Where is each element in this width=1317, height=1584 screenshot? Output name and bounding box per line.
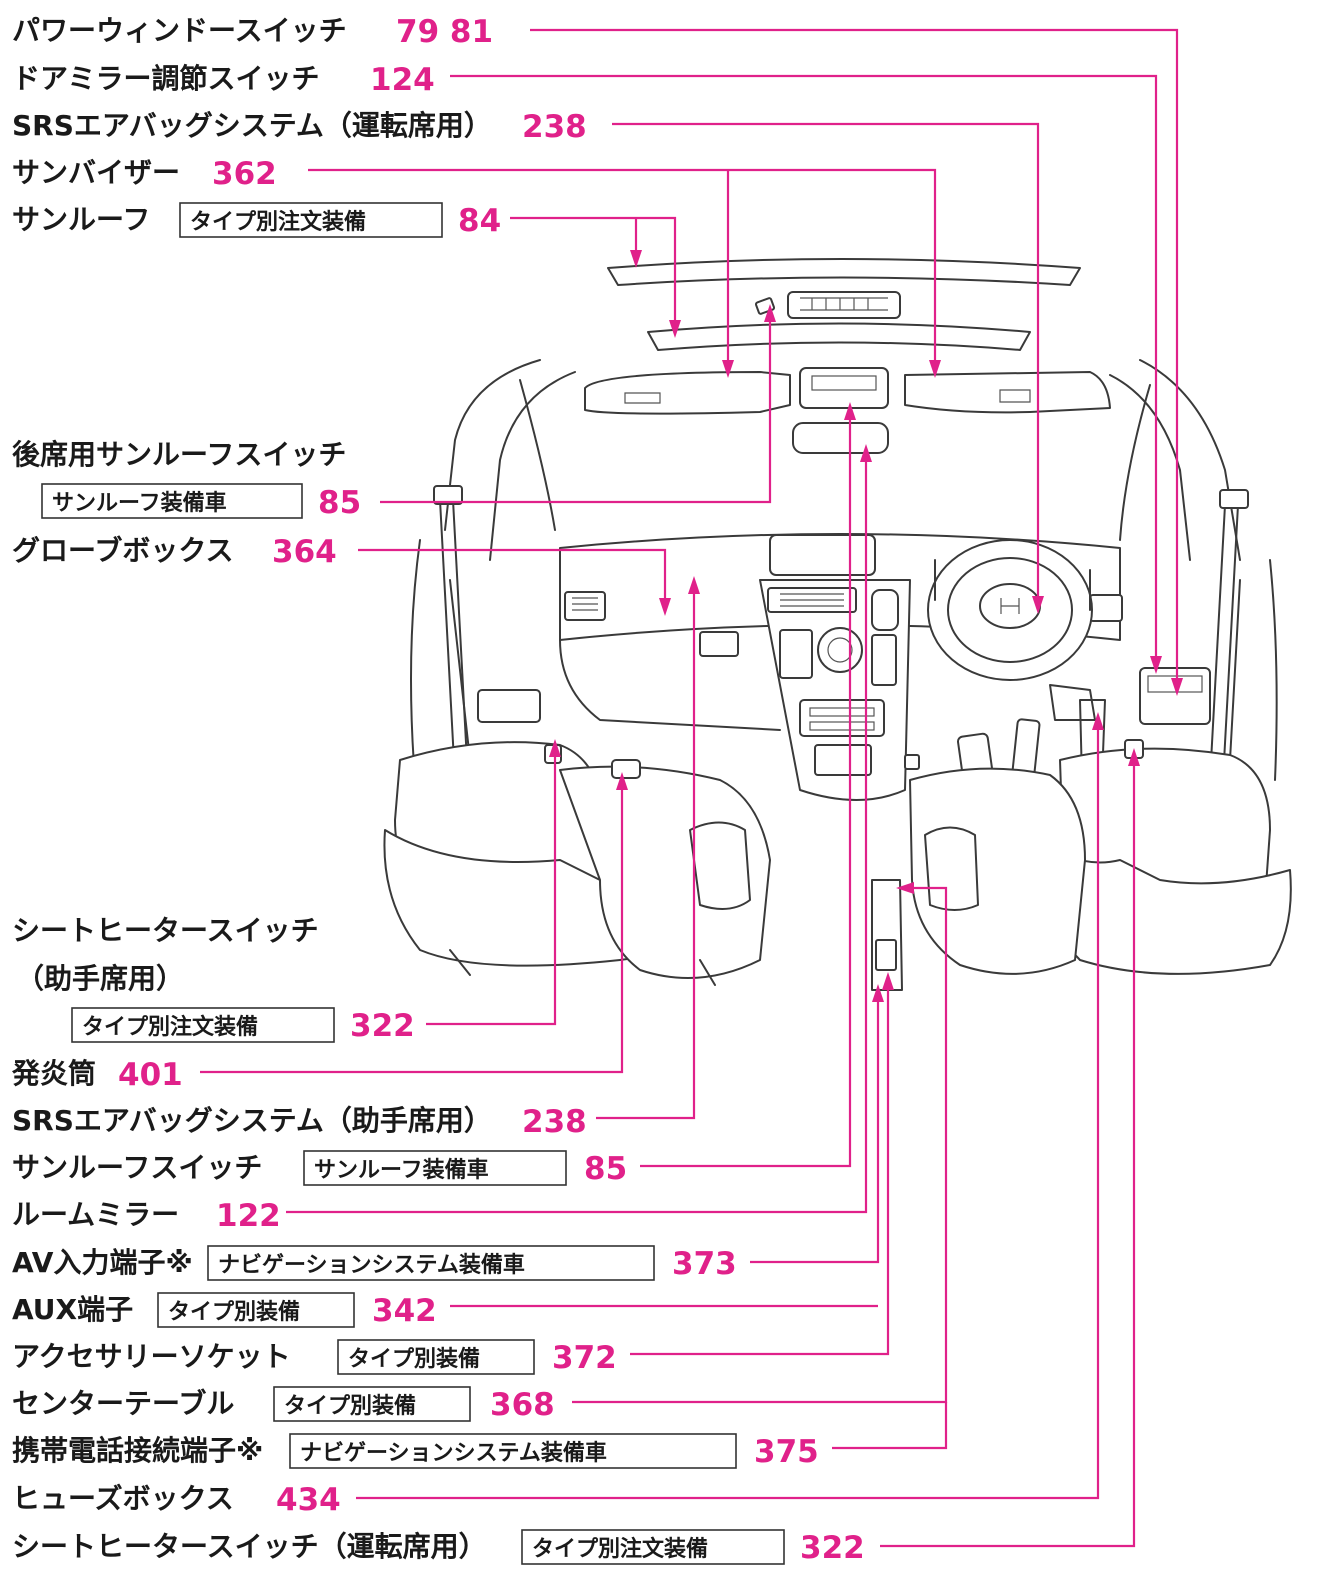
callout-label: 後席用サンルーフスイッチ bbox=[12, 438, 346, 471]
callout-label: 携帯電話接続端子※ bbox=[12, 1434, 263, 1467]
callout-tag-box bbox=[303, 1150, 567, 1186]
callout-label: サンバイザー bbox=[12, 156, 180, 189]
callout-tag-box bbox=[207, 1245, 655, 1281]
callout-tag: サンルーフ装備車 bbox=[52, 490, 227, 516]
callout-label: グローブボックス bbox=[12, 534, 233, 567]
callout-number: 85 bbox=[318, 485, 361, 521]
callout-label: SRSエアバッグシステム（助手席用） bbox=[12, 1104, 492, 1137]
callout-label: ルームミラー bbox=[12, 1198, 179, 1231]
callout-number: 434 bbox=[276, 1482, 341, 1518]
callout-number: 362 bbox=[212, 156, 277, 192]
callout-number: 368 bbox=[490, 1387, 555, 1423]
callout-label: サンルーフ bbox=[12, 203, 150, 236]
callout-list: パワーウィンドースイッチ 79 81 ドアミラー調節スイッチ 124 SRSエア… bbox=[11, 14, 865, 1566]
leader-lines bbox=[200, 28, 1179, 1548]
callout-tag: ナビゲーションシステム装備車 bbox=[218, 1252, 525, 1278]
callout-tag-box bbox=[337, 1339, 535, 1375]
callout-number: 238 bbox=[522, 109, 587, 145]
callout-label: 発炎筒 bbox=[11, 1057, 96, 1090]
callout-tag-box bbox=[71, 1007, 335, 1043]
callout-label: SRSエアバッグシステム（運転席用） bbox=[12, 109, 492, 142]
callout-label: サンルーフスイッチ bbox=[12, 1151, 262, 1184]
leader-arrowheads bbox=[549, 250, 1183, 1002]
callout-number: 84 bbox=[458, 203, 501, 239]
car-interior-illustration bbox=[383, 258, 1292, 991]
callout-label: AV入力端子※ bbox=[12, 1246, 193, 1279]
callout-tag-box bbox=[41, 483, 303, 519]
callout-tag: サンルーフ装備車 bbox=[314, 1157, 489, 1183]
callout-label: ヒューズボックス bbox=[12, 1482, 234, 1515]
callout-tag-box bbox=[273, 1386, 471, 1422]
callout-label: センターテーブル bbox=[12, 1387, 234, 1420]
callout-number: 79 81 bbox=[396, 14, 493, 50]
callout-label: AUX端子 bbox=[12, 1293, 133, 1326]
callout-label: ドアミラー調節スイッチ bbox=[12, 62, 319, 95]
callout-label: （助手席用） bbox=[16, 962, 184, 995]
callout-tag: タイプ別装備 bbox=[348, 1346, 480, 1372]
callout-label: シートヒータースイッチ bbox=[12, 914, 319, 947]
callout-tag-box bbox=[179, 202, 443, 238]
callout-tag-box bbox=[289, 1433, 737, 1469]
callout-tag: タイプ別装備 bbox=[168, 1299, 300, 1325]
callout-tag: ナビゲーションシステム装備車 bbox=[300, 1440, 607, 1466]
callout-number: 375 bbox=[754, 1434, 819, 1470]
callout-label: アクセサリーソケット bbox=[12, 1340, 291, 1373]
callout-label: シートヒータースイッチ（運転席用） bbox=[12, 1530, 487, 1563]
callout-tag: タイプ別装備 bbox=[284, 1393, 416, 1419]
callout-number: 322 bbox=[350, 1008, 415, 1044]
callout-number: 342 bbox=[372, 1293, 437, 1329]
callout-tag: タイプ別注文装備 bbox=[532, 1536, 708, 1562]
callout-number: 124 bbox=[370, 62, 435, 98]
callout-tag-box bbox=[157, 1292, 355, 1328]
callout-number: 401 bbox=[118, 1057, 183, 1093]
callout-number: 373 bbox=[672, 1246, 737, 1282]
callout-tag: タイプ別注文装備 bbox=[190, 209, 366, 235]
callout-number: 122 bbox=[216, 1198, 281, 1234]
callout-tag: タイプ別注文装備 bbox=[82, 1014, 258, 1040]
callout-number: 364 bbox=[272, 534, 337, 570]
callout-number: 85 bbox=[584, 1151, 627, 1187]
callout-label: パワーウィンドースイッチ bbox=[12, 14, 347, 47]
callout-number: 238 bbox=[522, 1104, 587, 1140]
callout-tag-box bbox=[521, 1529, 785, 1565]
callout-number: 372 bbox=[552, 1340, 617, 1376]
callout-number: 322 bbox=[800, 1530, 865, 1566]
